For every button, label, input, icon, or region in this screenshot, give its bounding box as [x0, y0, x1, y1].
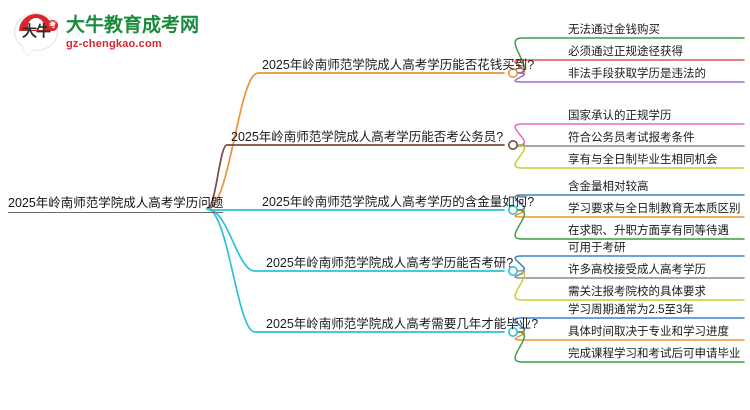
branch-node-5[interactable]: 2025年岭南师范学院成人高考需要几年才能毕业?	[266, 317, 539, 331]
branch-node-4[interactable]: 2025年岭南师范学院成人高考学历能否考研?	[266, 256, 514, 270]
logo-red-inner	[28, 18, 44, 30]
site-title: 大牛教育成考网	[66, 15, 200, 36]
leaf-node-3-3[interactable]: 在求职、升职方面享有同等待遇	[568, 225, 729, 237]
leaf-node-2-1[interactable]: 国家承认的正规学历	[568, 110, 672, 122]
site-url: gz-chengkao.com	[66, 38, 162, 50]
logo-badge-icon: 考	[47, 20, 58, 31]
leaf-node-1-2[interactable]: 必须通过正规途径获得	[568, 46, 683, 58]
leaf-node-2-3[interactable]: 享有与全日制毕业生相同机会	[568, 154, 718, 166]
leaf-node-3-2[interactable]: 学习要求与全日制教育无本质区别	[568, 203, 741, 215]
leaf-node-5-2[interactable]: 具体时间取决于专业和学习进度	[568, 326, 729, 338]
leaf-node-4-1[interactable]: 可用于考研	[568, 242, 626, 254]
root-node[interactable]: 2025年岭南师范学院成人高考学历问题	[8, 196, 224, 213]
logo-mark-icon: 大牛 考	[14, 11, 60, 55]
leaf-node-5-1[interactable]: 学习周期通常为2.5至3年	[568, 304, 694, 316]
leaf-node-4-3[interactable]: 需关注报考院校的具体要求	[568, 286, 706, 298]
branch-node-3[interactable]: 2025年岭南师范学院成人高考学历的含金量如何?	[262, 195, 535, 209]
leaf-node-1-3[interactable]: 非法手段获取学历是违法的	[568, 68, 706, 80]
leaf-node-4-2[interactable]: 许多高校接受成人高考学历	[568, 264, 706, 276]
branch-node-2[interactable]: 2025年岭南师范学院成人高考学历能否考公务员?	[231, 130, 504, 144]
logo-characters: 大牛	[21, 23, 51, 40]
logo-red-arc	[19, 14, 53, 31]
branch-node-1[interactable]: 2025年岭南师范学院成人高考学历能否花钱买到?	[262, 58, 535, 72]
leaf-node-1-1[interactable]: 无法通过金钱购买	[568, 24, 660, 36]
leaf-node-2-2[interactable]: 符合公务员考试报考条件	[568, 132, 695, 144]
leaf-node-5-3[interactable]: 完成课程学习和考试后可申请毕业	[568, 348, 741, 360]
site-logo: 大牛 考 大牛教育成考网 gz-chengkao.com	[14, 8, 204, 58]
logo-text: 大牛教育成考网 gz-chengkao.com	[66, 15, 199, 51]
leaf-node-3-1[interactable]: 含金量相对较高	[568, 181, 649, 193]
